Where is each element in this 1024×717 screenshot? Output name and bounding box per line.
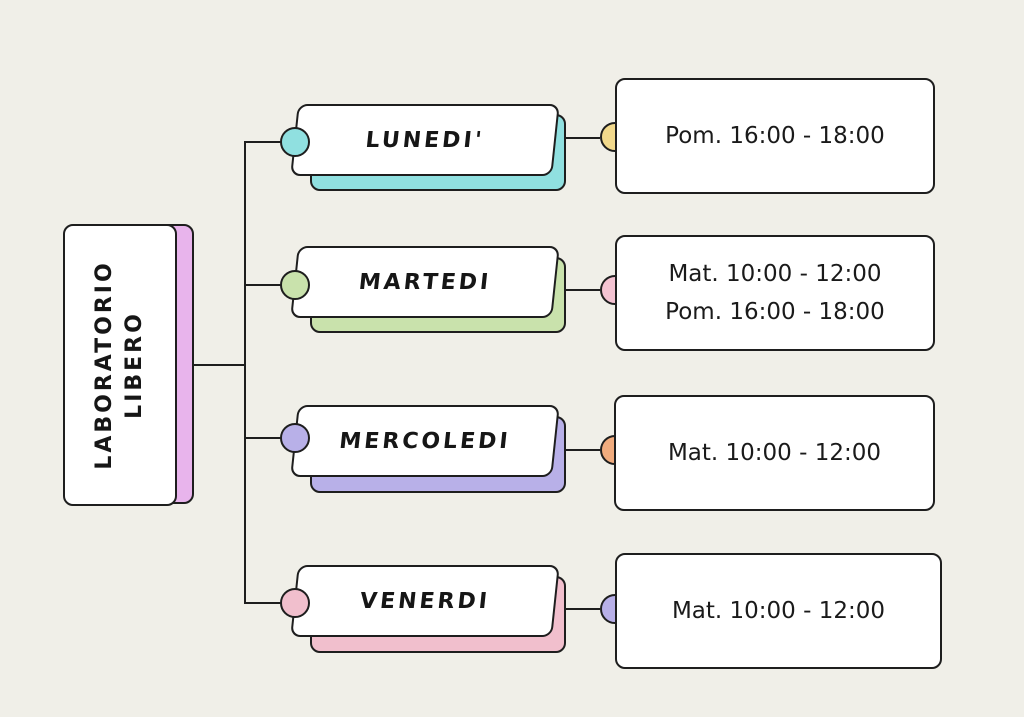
connector-dot-left-1 [280, 127, 310, 157]
branch-connector-1 [244, 141, 284, 143]
root-node-label: LABORATORIO LIBERO [78, 235, 162, 495]
day-label: LUNEDI' [364, 127, 486, 153]
branch-connector-2 [244, 284, 284, 286]
connector-dot-left-4 [280, 588, 310, 618]
day-node-lunedi: LUNEDI' [290, 104, 560, 176]
branch-connector-4 [244, 602, 284, 604]
day-node-venerdi: VENERDI [290, 565, 560, 637]
time-connector-2 [556, 289, 600, 291]
connector-dot-left-3 [280, 423, 310, 453]
root-label-line-1: LABORATORIO [92, 260, 117, 470]
root-node: LABORATORIO LIBERO [63, 224, 177, 506]
time-connector-4 [556, 608, 600, 610]
time-box-1: Pom. 16:00 - 18:00 [615, 78, 935, 194]
time-box-2: Mat. 10:00 - 12:00 Pom. 16:00 - 18:00 [615, 235, 935, 351]
day-node-martedi: MARTEDI [290, 246, 560, 318]
root-connector [192, 364, 246, 366]
day-label: MARTEDI [357, 269, 493, 295]
time-slot-1: Mat. 10:00 - 12:00 [668, 261, 882, 287]
day-label: MERCOLEDI [338, 428, 512, 454]
day-label: VENERDI [358, 588, 492, 614]
time-slot-1: Pom. 16:00 - 18:00 [665, 123, 885, 149]
time-box-4: Mat. 10:00 - 12:00 [615, 553, 942, 669]
time-connector-3 [556, 449, 600, 451]
time-connector-1 [556, 137, 600, 139]
time-slot-1: Mat. 10:00 - 12:00 [671, 598, 886, 624]
trunk-line [244, 141, 246, 603]
day-node-mercoledi: MERCOLEDI [290, 405, 560, 477]
root-label-line-2: LIBERO [122, 311, 147, 419]
branch-connector-3 [244, 437, 284, 439]
time-slot-2: Pom. 16:00 - 18:00 [665, 299, 885, 325]
time-slot-1: Mat. 10:00 - 12:00 [667, 440, 882, 466]
time-box-3: Mat. 10:00 - 12:00 [614, 395, 935, 511]
connector-dot-left-2 [280, 270, 310, 300]
